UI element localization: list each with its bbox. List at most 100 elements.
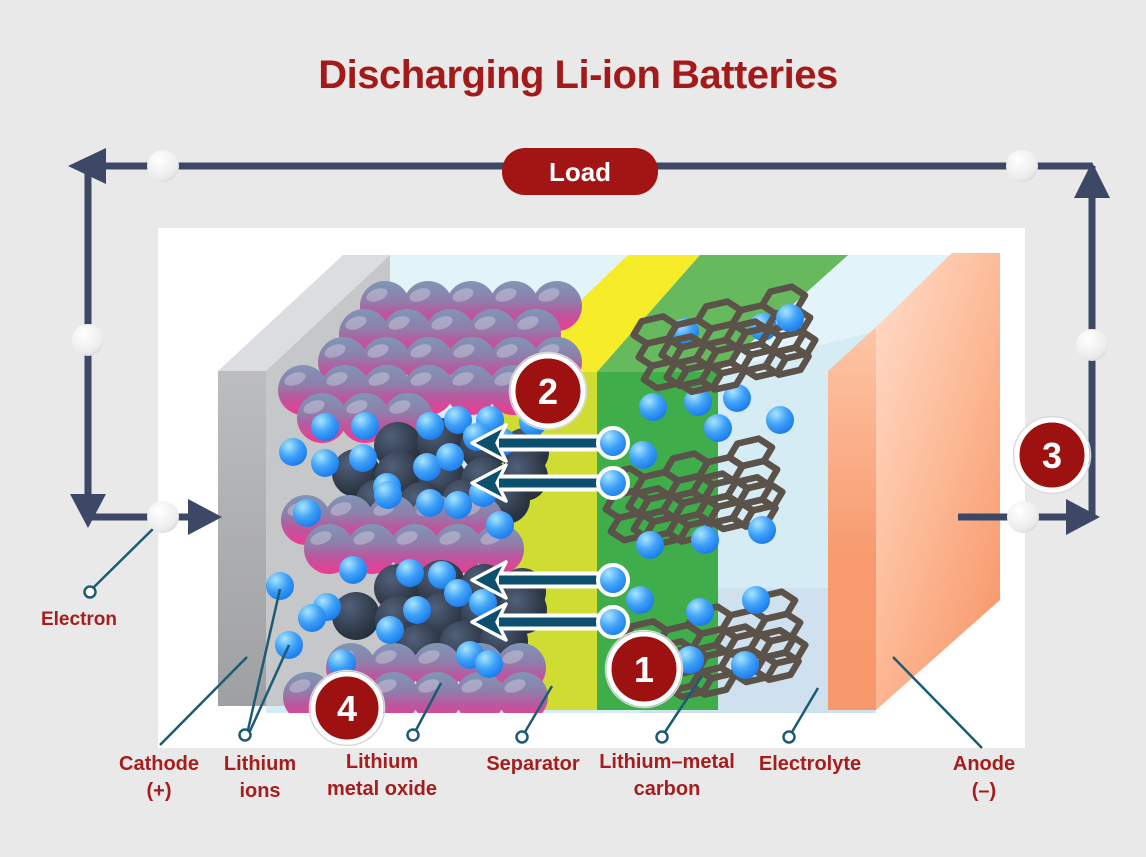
oxide-sphere-highlight — [495, 288, 517, 302]
arrow-right-icon — [1066, 499, 1100, 535]
label-lithium-metal-oxide-line1: Lithium — [346, 751, 418, 773]
lithium-ion — [396, 559, 424, 587]
lithium-ion — [742, 586, 770, 614]
lithium-ion — [731, 651, 759, 679]
arrow-up-icon — [1074, 162, 1110, 198]
lithium-ion — [444, 406, 472, 434]
leader-line — [790, 687, 820, 733]
lithium-ion — [776, 304, 804, 332]
lithium-ion — [416, 489, 444, 517]
oxide-sphere-highlight — [345, 316, 367, 330]
lithium-ion — [691, 526, 719, 554]
lithium-ion-arrow — [470, 560, 630, 600]
lithium-ion — [298, 604, 326, 632]
label-lithium-metal-carbon-line1: Lithium–metal — [599, 751, 735, 773]
lithium-ion — [428, 561, 456, 589]
leader-line — [248, 644, 291, 732]
lithium-ion — [403, 596, 431, 624]
oxide-sphere-highlight — [538, 288, 560, 302]
electron-ball — [147, 150, 179, 182]
step-circle-4: 4 — [308, 669, 386, 747]
step-circle-2: 2 — [508, 351, 588, 431]
ion-arrow-group — [470, 423, 630, 642]
oxide-sphere-highlight — [453, 344, 475, 358]
lithium-ion — [444, 579, 472, 607]
leader-endpoint-circle — [655, 730, 669, 744]
oxide-sphere-highlight — [289, 679, 311, 693]
lithium-ion — [266, 572, 294, 600]
lithium-ion — [469, 589, 497, 617]
lithium-ion — [279, 438, 307, 466]
oxide-sphere-highlight — [396, 531, 418, 545]
leader-line — [159, 656, 248, 746]
leader-line — [523, 685, 554, 733]
lithium-ion — [444, 491, 472, 519]
oxide-sphere — [446, 365, 496, 415]
lithium-ion — [596, 466, 630, 500]
step-number: 4 — [337, 688, 357, 729]
lithium-ion — [311, 449, 339, 477]
label-electrolyte: Electrolyte — [759, 753, 861, 775]
electron-ball — [1006, 150, 1038, 182]
arrow-left-icon — [470, 602, 508, 642]
lithium-ion — [629, 441, 657, 469]
oxide-sphere-highlight — [389, 400, 411, 414]
label-lithium-metal-oxide-line2: metal oxide — [327, 778, 437, 800]
label-lithium-ions-line1: Lithium — [224, 753, 296, 775]
dark-sphere — [332, 592, 380, 640]
label-lithium-metal-carbon-line2: carbon — [634, 778, 701, 800]
oxide-sphere-highlight — [496, 344, 518, 358]
oxide-sphere-highlight — [326, 372, 348, 386]
oxide-sphere — [304, 524, 354, 574]
lithium-ion — [351, 412, 379, 440]
oxide-sphere — [498, 672, 548, 713]
oxide-sphere-highlight — [353, 531, 375, 545]
label-electron: Electron — [41, 609, 117, 630]
oxide-sphere-highlight — [418, 650, 440, 664]
oxide-sphere-highlight — [418, 679, 440, 693]
lithium-ion — [413, 453, 441, 481]
hexagon-cell — [762, 344, 812, 379]
oxide-sphere-highlight — [410, 344, 432, 358]
leader-endpoint-circle — [782, 730, 796, 744]
lithium-ion — [339, 556, 367, 584]
lithium-ion — [686, 598, 714, 626]
leader-line — [892, 656, 983, 749]
lithium-ion — [475, 650, 503, 678]
leader-line — [246, 588, 282, 731]
oxide-sphere — [474, 524, 524, 574]
step-circle-3: 3 — [1012, 415, 1092, 495]
label-anode-line2: (–) — [972, 780, 996, 802]
leader-line — [414, 682, 443, 731]
step-number: 3 — [1042, 435, 1062, 476]
arrow-right-icon — [188, 499, 222, 535]
sphere-group — [266, 281, 804, 713]
label-separator: Separator — [486, 753, 580, 775]
step-circle-1: 1 — [604, 629, 684, 709]
oxide-sphere-highlight — [375, 679, 397, 693]
wire-arrowheads — [68, 148, 1110, 535]
label-anode-line1: Anode — [953, 753, 1015, 775]
lithium-ion — [704, 414, 732, 442]
arrow-left-icon — [470, 423, 508, 463]
oxide-sphere-highlight — [284, 372, 306, 386]
oxide-sphere-highlight — [410, 372, 432, 386]
oxide-sphere-highlight — [431, 316, 453, 330]
oxide-sphere-highlight — [517, 316, 539, 330]
lithium-ion — [596, 426, 630, 460]
leader-line — [92, 520, 162, 589]
oxide-sphere-highlight — [366, 288, 388, 302]
leader-lines — [83, 520, 983, 749]
hex-lattice — [658, 318, 812, 393]
arrow-down-icon — [70, 494, 106, 528]
lithium-ion — [349, 444, 377, 472]
electron-ball — [72, 324, 104, 356]
leader-endpoint-circle — [406, 728, 420, 742]
lithium-ion — [416, 412, 444, 440]
oxide-sphere-highlight — [310, 531, 332, 545]
lithium-ion — [639, 393, 667, 421]
lithium-ion — [766, 406, 794, 434]
lithium-ion — [626, 586, 654, 614]
electron-ball-group — [72, 150, 1108, 533]
oxide-sphere-highlight — [367, 344, 389, 358]
